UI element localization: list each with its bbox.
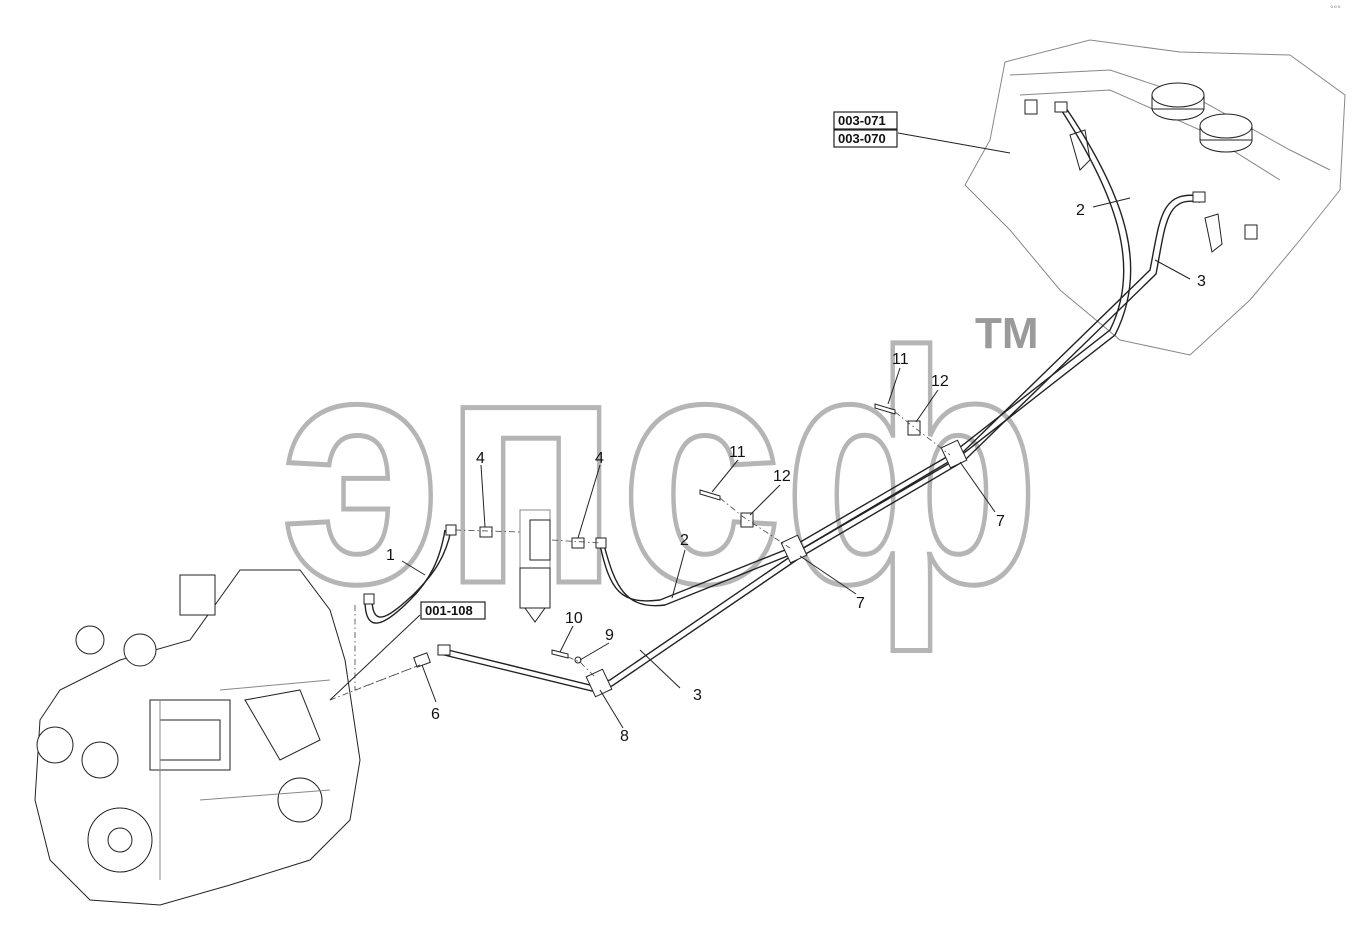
ref-label-003-071[interactable]: 003-071 <box>838 113 886 128</box>
assembly-lines <box>329 411 951 701</box>
callout-7-left: 7 <box>856 595 865 612</box>
callout-10: 10 <box>565 610 583 627</box>
fitting-4a <box>479 526 493 538</box>
watermark: эпсф TM <box>278 281 1043 657</box>
callout-3-top: 3 <box>1197 273 1206 290</box>
callout-11-left: 11 <box>729 444 746 461</box>
bolt-11b <box>874 403 896 415</box>
corner-mark: °°° <box>1330 4 1341 14</box>
callout-1: 1 <box>386 547 395 564</box>
callout-4-right: 4 <box>595 450 604 467</box>
callout-3-bottom: 3 <box>693 687 702 704</box>
callout-12-left: 12 <box>773 468 791 485</box>
watermark-tm: TM <box>975 309 1039 358</box>
fitting-2b <box>1054 101 1068 113</box>
fitting-3a <box>437 644 451 656</box>
fittings <box>363 101 1206 698</box>
bolt-10 <box>551 649 569 659</box>
plate-12a <box>740 512 754 528</box>
ref-label-003-070[interactable]: 003-070 <box>838 131 886 146</box>
bolt-11a <box>699 489 721 501</box>
callout-7-right: 7 <box>996 513 1005 530</box>
fuel-tank-drawing <box>964 39 1346 356</box>
callout-9: 9 <box>605 627 614 644</box>
watermark-text: эпсф <box>280 283 1040 654</box>
callout-6: 6 <box>431 706 440 723</box>
callout-2-mid: 2 <box>680 532 689 549</box>
fitting-4b <box>571 537 585 549</box>
hoses <box>364 107 1201 692</box>
callout-2-top: 2 <box>1076 202 1085 219</box>
plate-12b <box>907 420 921 436</box>
fitting-6 <box>413 652 431 668</box>
ref-label-001-108[interactable]: 001-108 <box>425 603 473 618</box>
callout-8: 8 <box>620 728 629 745</box>
clamp-8 <box>585 668 613 698</box>
ref-box-003-071[interactable]: 003-071 <box>833 111 898 130</box>
callout-11-right: 11 <box>892 351 909 368</box>
fitting-1 <box>363 593 375 605</box>
ref-box-003-070[interactable]: 003-070 <box>833 129 898 148</box>
ref-box-001-108[interactable]: 001-108 <box>420 601 486 620</box>
callouts: 1 2 2 3 3 4 4 6 7 7 8 9 10 11 11 12 12 <box>386 202 1206 745</box>
callout-12-right: 12 <box>931 373 949 390</box>
clamp-7b <box>940 439 968 469</box>
fitting-3b <box>1192 191 1206 203</box>
leader-lines <box>329 132 1191 729</box>
engine-drawing <box>34 569 361 906</box>
callout-4-left: 4 <box>476 450 485 467</box>
fuel-filter-drawing <box>519 509 551 623</box>
fitting-1b <box>445 524 457 536</box>
washer-9 <box>574 656 582 664</box>
